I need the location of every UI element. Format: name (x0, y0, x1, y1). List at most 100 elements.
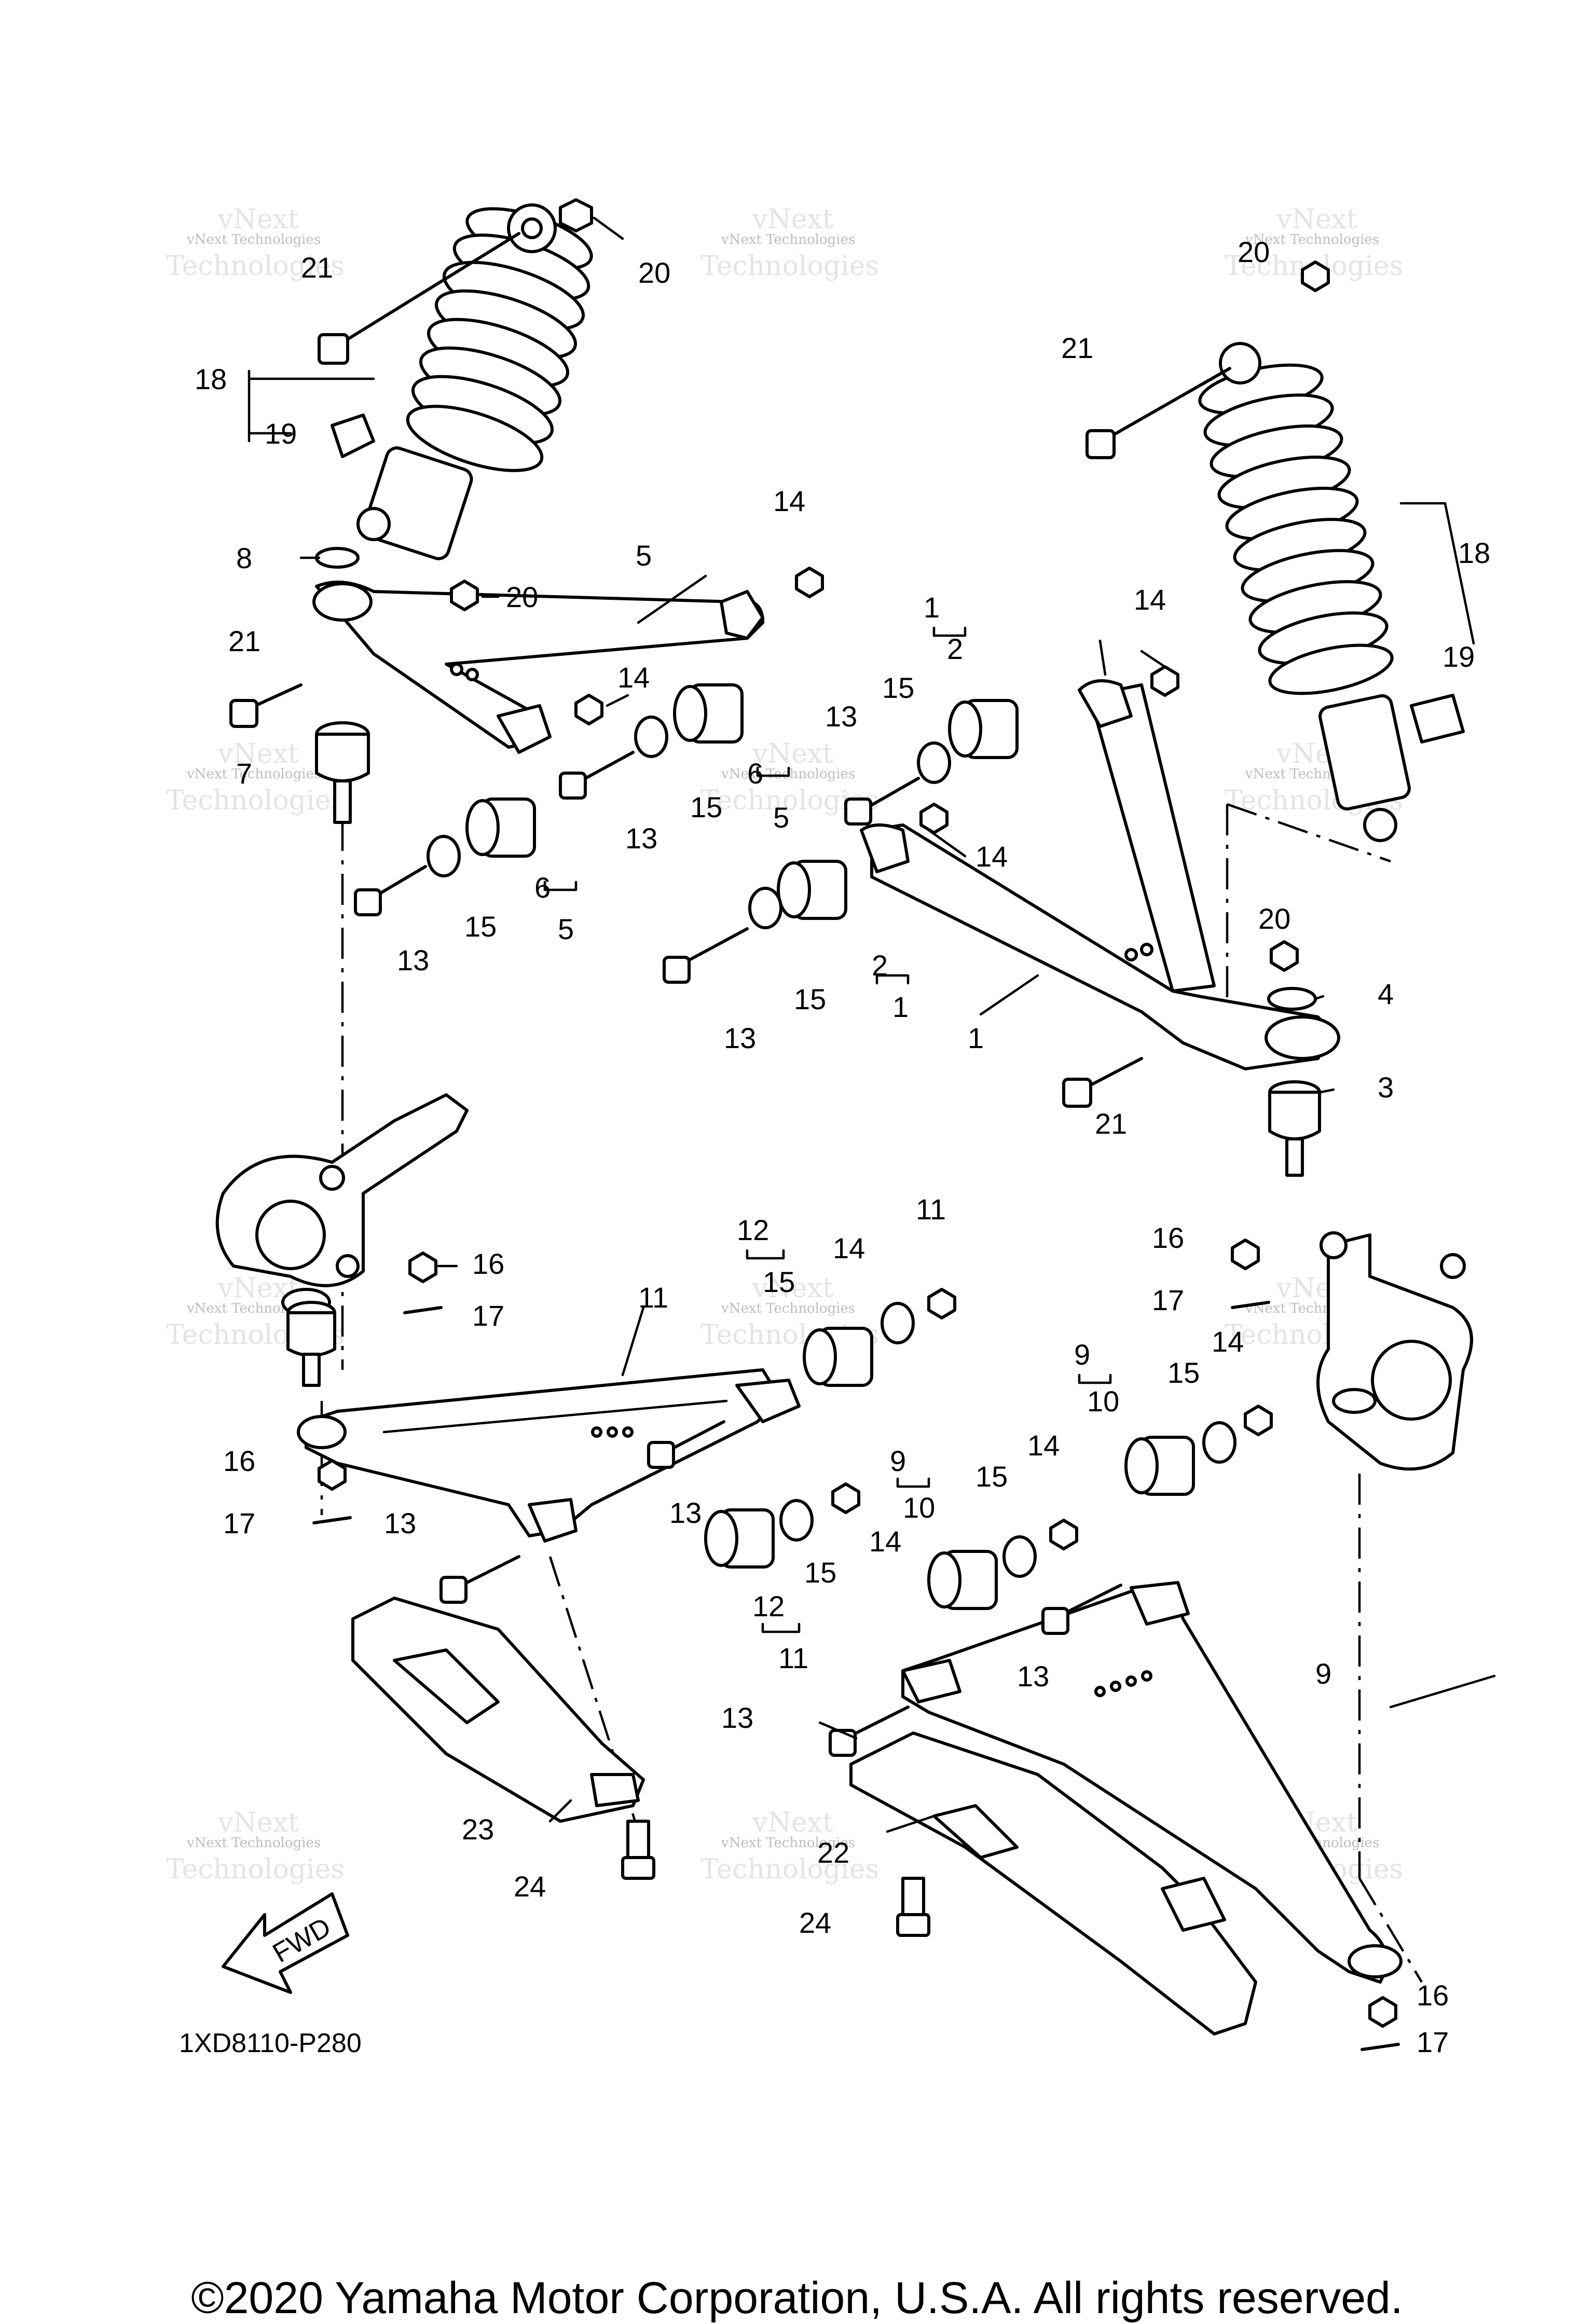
callout-5: 5 (636, 539, 652, 572)
nut-20 (1270, 940, 1299, 972)
leader-line (1314, 995, 1325, 1000)
callout-11: 11 (638, 1281, 668, 1314)
a-arm-hole (607, 1426, 618, 1438)
bolt-13-lower-left (354, 865, 427, 916)
a-arm-hole (1141, 1670, 1152, 1682)
skid-plate-23 (351, 1597, 645, 1823)
callout-15: 15 (1167, 1356, 1200, 1389)
callout-13: 13 (1017, 1660, 1049, 1693)
callout-17: 17 (223, 1507, 255, 1539)
callout-21: 21 (1095, 1107, 1127, 1140)
nut-16 (318, 1459, 347, 1491)
bolt-21-left (229, 683, 303, 728)
watermark-small-text: vNext Technologies (721, 1835, 855, 1851)
watermark-small-text: vNext Technologies (186, 1835, 321, 1851)
bolt-head (318, 333, 349, 365)
a-arm-hole (591, 1426, 602, 1438)
leader-line (1140, 650, 1166, 668)
callout-7: 7 (236, 757, 252, 790)
spring-coil (406, 405, 544, 472)
upper-a-arm-left (312, 581, 764, 754)
leader-line (548, 1799, 572, 1823)
callout-21: 21 (301, 251, 333, 284)
callout-9: 9 (890, 1445, 906, 1477)
watermark-top-text: vNext (752, 1807, 833, 1838)
knuckle-top-hole (319, 1165, 345, 1191)
watermark-small-text: vNext Technologies (186, 232, 321, 247)
watermark-large-text: Technologies (700, 251, 879, 282)
nut-14 (927, 1288, 956, 1319)
callout-24: 24 (799, 1906, 831, 1939)
bracket (756, 766, 790, 777)
callout-15: 14 (833, 1232, 865, 1264)
skid-plate-cutout (932, 1804, 1019, 1859)
a-arm-hole (622, 1426, 634, 1438)
bracket (932, 626, 967, 637)
bolt-shaft (862, 777, 920, 811)
bushing-face (1124, 1437, 1159, 1494)
washer-15 (779, 1499, 814, 1542)
skid-plate-cutout (393, 1648, 500, 1724)
callout-14: 14 (1027, 1429, 1060, 1462)
fwd-arrow-shape (222, 1892, 349, 1994)
callout-17: 17 (1152, 1284, 1184, 1316)
bolt-13-upper-left (559, 751, 635, 800)
washer-15-lower (427, 835, 461, 877)
knuckle-top-hole (1320, 1231, 1348, 1259)
bolt-13 (647, 1420, 725, 1469)
shock-spring (406, 207, 593, 472)
bolt-shaft (1101, 367, 1231, 443)
ball-joint-body (1268, 1091, 1321, 1140)
a-arm-hole (1140, 943, 1153, 956)
leader-line (248, 369, 375, 443)
shock-spring (1198, 363, 1394, 695)
leader-lines (248, 216, 1496, 1833)
ball-joint-7 (315, 721, 370, 824)
bolt-head (354, 888, 382, 916)
bracket (746, 1249, 785, 1260)
watermark-small-text: vNext Technologies (721, 1301, 855, 1316)
callout-15: 15 (804, 1556, 836, 1589)
circlip-8 (315, 547, 360, 569)
bushing-face (803, 1328, 837, 1385)
watermark: Technologies vNext Technologies vNext (166, 1807, 345, 1885)
callout-16: 16 (472, 1247, 504, 1280)
bolt-21-right (1062, 1057, 1143, 1108)
nut-14 (831, 1482, 860, 1514)
nut-16 (1231, 1239, 1260, 1270)
bracket (875, 974, 910, 985)
callout-24: 24 (514, 1870, 546, 1903)
knuckle-side-boss (336, 1254, 360, 1278)
bolt-head (1062, 1078, 1092, 1108)
bolt-head (829, 1729, 857, 1757)
copyright-notice: ©2020 Yamaha Motor Corporation, U.S.A. A… (191, 2273, 1403, 2323)
shock-absorber-right (1198, 342, 1465, 842)
callout-13: 13 (625, 822, 657, 855)
a-arm-hole (1094, 1686, 1106, 1697)
a-arm-rear-pivot (860, 823, 910, 873)
bushing-face (465, 799, 500, 856)
callout-23: 23 (462, 1813, 494, 1846)
washer-15-upper (634, 716, 668, 758)
bushing-face (673, 685, 707, 742)
callout-17: 17 (1417, 2026, 1449, 2058)
washer-15 (881, 1302, 915, 1344)
callout-13: 13 (724, 1022, 756, 1054)
callout-15: 15 (882, 671, 914, 704)
callout-21: 21 (1061, 332, 1093, 364)
bolt-24-right (896, 1877, 930, 1937)
shock-cover (331, 414, 375, 458)
watermark-top-text: vNext (752, 1273, 833, 1304)
callout-2: 2 (947, 632, 963, 665)
callout-13: 13 (384, 1507, 416, 1539)
leader-line (606, 694, 629, 707)
nut-14 (1049, 1519, 1078, 1550)
bushing-face (704, 1510, 738, 1567)
callout-1: 1 (924, 591, 940, 624)
knuckle-lower-eye (1332, 1388, 1377, 1414)
callout-1: 1 (892, 991, 909, 1023)
bolt-shaft (678, 927, 749, 967)
skid-plate-mount (1161, 1877, 1226, 1932)
leader-line (979, 974, 1039, 1016)
shock-top-eye (1219, 342, 1261, 384)
